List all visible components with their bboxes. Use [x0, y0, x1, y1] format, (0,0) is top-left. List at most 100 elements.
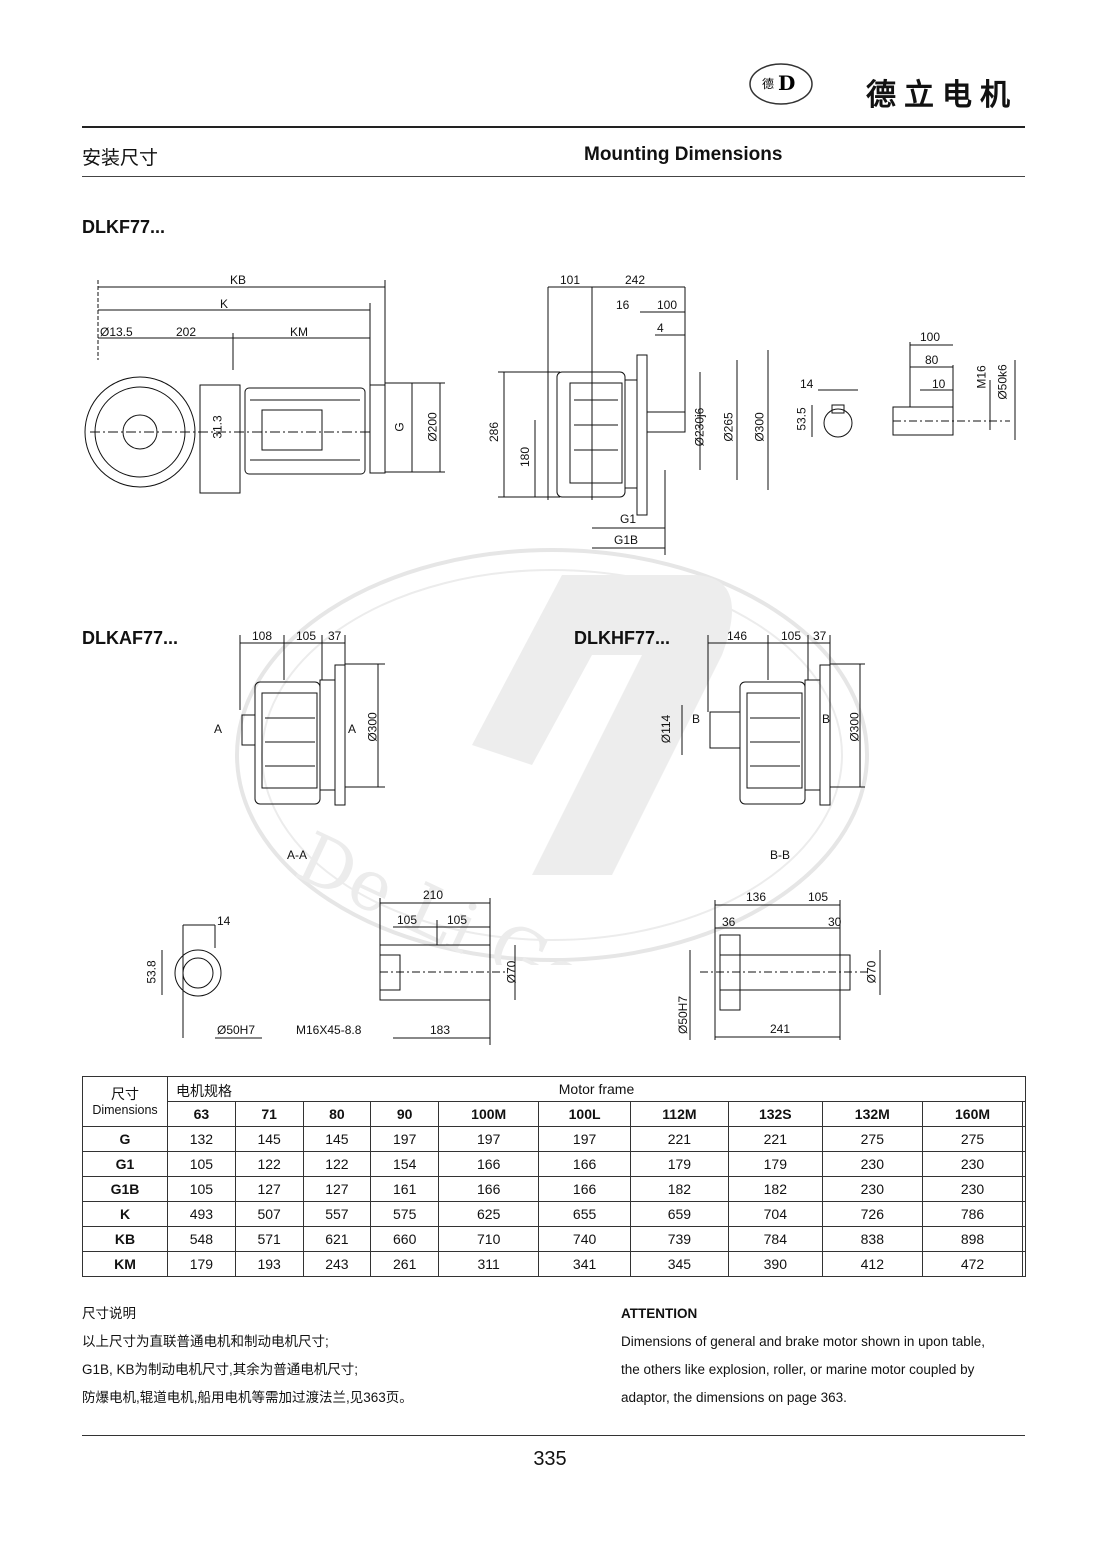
frame-header-cn: 电机规格	[176, 1083, 232, 1099]
dim-230j6: Ø230j6	[692, 407, 707, 447]
dim-300: Ø300	[752, 412, 767, 442]
dim-200: Ø200	[425, 412, 440, 442]
dim-100: 100	[657, 298, 678, 312]
table-cell: 166	[538, 1151, 631, 1177]
table-cell	[1022, 1126, 1026, 1152]
table-cell	[1022, 1201, 1026, 1227]
dim-50k6: Ø50k6	[995, 364, 1010, 400]
notes-en-line: the others like explosion, roller, or ma…	[621, 1362, 975, 1377]
dim-202: 202	[176, 325, 197, 339]
table-cell: 179	[727, 1151, 823, 1177]
table-cell: 838	[821, 1226, 923, 1252]
table-cell: 571	[234, 1226, 304, 1252]
table-cell: 197	[370, 1126, 440, 1152]
dim-g1: G1	[620, 512, 637, 526]
notes-en-line: Dimensions of general and brake motor sh…	[621, 1334, 985, 1349]
table-cell: 230	[921, 1151, 1024, 1177]
dim-bolt-m16: M16X45-8.8	[296, 1023, 362, 1037]
frame-cell: 100M	[438, 1101, 540, 1127]
dim-m16: M16	[974, 365, 989, 389]
table-cell: 182	[629, 1176, 729, 1202]
dim-4: 4	[657, 321, 664, 335]
dim-101: 101	[560, 273, 581, 287]
frame-cell: 100L	[538, 1101, 631, 1127]
kf-front-view	[498, 286, 769, 555]
table-cell: 275	[821, 1126, 923, 1152]
dim-shaft-80: 80	[925, 353, 939, 367]
table-cell: 726	[821, 1201, 923, 1227]
dim-shrink-50h7: Ø50H7	[676, 995, 691, 1035]
table-cell: 390	[727, 1251, 823, 1277]
notes-cn: 尺寸说明 以上尺寸为直联普通电机和制动电机尺寸; G1B, KB为制动电机尺寸,…	[82, 1300, 413, 1412]
model-label-khf: DLKHF77...	[574, 628, 671, 648]
table-cell: 105	[167, 1151, 236, 1177]
dim-kb: KB	[230, 273, 247, 287]
frame-cell	[1022, 1101, 1026, 1127]
dim-shaft-100: 100	[920, 330, 941, 344]
dim-shrink-36: 36	[722, 915, 736, 929]
kf-shaft-key	[811, 342, 1016, 440]
dim-kaf-37: 37	[328, 629, 342, 643]
page-number: 335	[533, 1448, 567, 1470]
table-cell: 122	[234, 1151, 304, 1177]
model-label-kf: DLKF77...	[82, 217, 166, 237]
table-cell: 704	[727, 1201, 823, 1227]
dim-kaf-108: 108	[252, 629, 273, 643]
section-title-en: Mounting Dimensions	[584, 144, 783, 165]
dim-khf-105: 105	[781, 629, 802, 643]
brand-name: 德立电机	[866, 78, 1018, 113]
table-cell: 898	[921, 1226, 1024, 1252]
table-cell: 166	[538, 1176, 631, 1202]
table-cell	[1022, 1176, 1026, 1202]
dim-hole-14: 14	[217, 914, 231, 928]
table-cell: 221	[629, 1126, 729, 1152]
frame-cell: 132S	[727, 1101, 823, 1127]
section-b-left: B	[692, 712, 701, 726]
dim-bolt-210: 210	[423, 888, 444, 902]
dim-khf-300: Ø300	[847, 712, 862, 742]
table-cell: 154	[370, 1151, 440, 1177]
table-cell	[1022, 1151, 1026, 1177]
table-cell: 221	[727, 1126, 823, 1152]
table-cell: 145	[234, 1126, 304, 1152]
dim-kaf-300: Ø300	[365, 712, 380, 742]
dim-hole-53-8: 53.8	[144, 960, 159, 984]
dim-13-5: Ø13.5	[100, 325, 133, 339]
dim-khf-146: 146	[727, 629, 748, 643]
dim-286: 286	[487, 421, 502, 443]
table-cell: 145	[302, 1126, 372, 1152]
section-label-aa: A-A	[287, 848, 308, 862]
table-cell: 179	[167, 1251, 236, 1277]
table-cell: 655	[538, 1201, 631, 1227]
table-cell: 493	[167, 1201, 236, 1227]
dim-key-53-5: 53.5	[794, 407, 809, 431]
dim-31-3: 31.3	[210, 415, 225, 439]
table-cell: 179	[629, 1151, 729, 1177]
dim-k: K	[220, 297, 229, 311]
watermark-logo: De Li Gear Motor	[235, 548, 872, 965]
dim-shrink-105: 105	[808, 890, 829, 904]
table-cell: 230	[821, 1151, 923, 1177]
dim-242: 242	[625, 273, 646, 287]
dim-key-14: 14	[800, 377, 814, 391]
dim-shrink-241: 241	[770, 1022, 791, 1036]
table-cell: 345	[629, 1251, 729, 1277]
table-cell: 105	[167, 1176, 236, 1202]
table-cell: 341	[538, 1251, 631, 1277]
table-cell: 182	[727, 1176, 823, 1202]
dim-180: 180	[518, 446, 533, 468]
section-a-left: A	[214, 722, 223, 736]
notes-cn-line: G1B, KB为制动电机尺寸,其余为普通电机尺寸;	[82, 1362, 359, 1377]
dim-shrink-136: 136	[746, 890, 767, 904]
frame-cell: 80	[302, 1101, 372, 1127]
khf-view	[681, 635, 865, 806]
table-cell: 166	[438, 1176, 540, 1202]
table-cell: 660	[370, 1226, 440, 1252]
table-cell: 557	[302, 1201, 372, 1227]
dim-g1b: G1B	[614, 533, 639, 547]
table-cell: 122	[302, 1151, 372, 1177]
table-cell: 243	[302, 1251, 372, 1277]
